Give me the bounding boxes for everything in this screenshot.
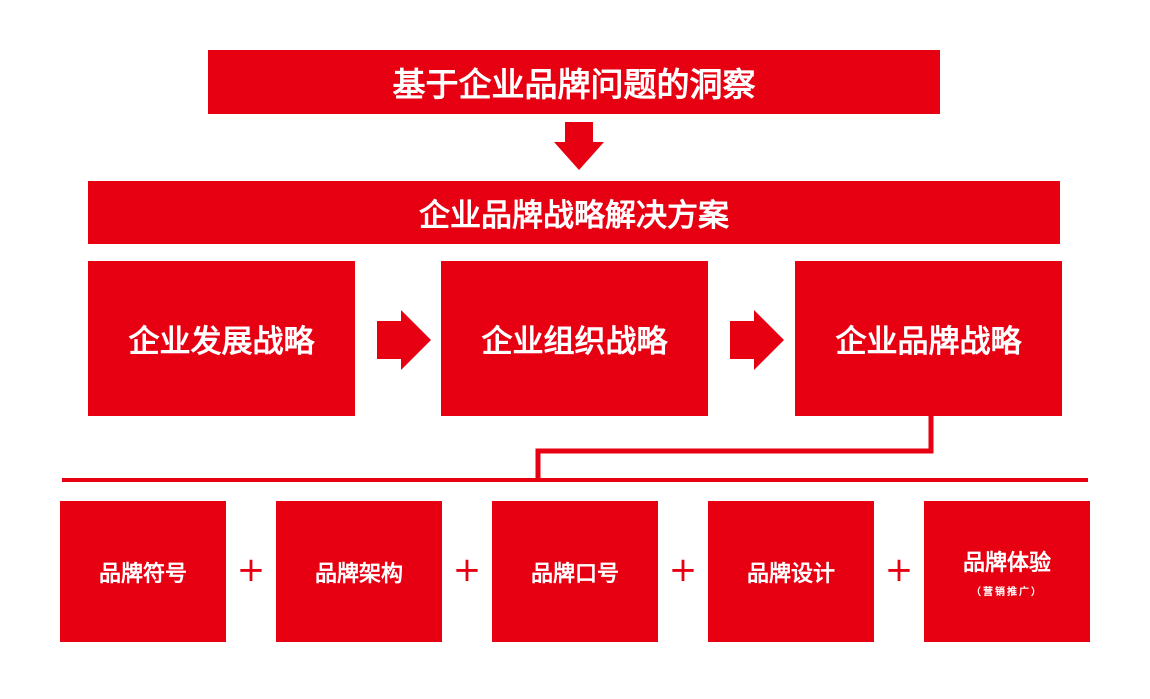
strategy-organization: 企业组织战略	[441, 261, 708, 416]
element-label: 品牌口号	[530, 561, 619, 587]
element-label: 品牌体验	[962, 551, 1051, 576]
element-label: 品牌符号	[98, 561, 187, 587]
right-arrow-icon-1	[377, 310, 431, 370]
element-label: 品牌设计	[746, 561, 835, 587]
element-sublabel: （营销推广）	[971, 587, 1043, 598]
solution-banner: 企业品牌战略解决方案	[88, 181, 1060, 244]
divider-line	[62, 478, 1088, 482]
plus-icon: +	[236, 550, 266, 590]
connector-line	[535, 416, 934, 481]
element-brand-slogan: 品牌口号	[492, 501, 658, 642]
plus-icon: +	[452, 550, 482, 590]
plus-icon: +	[668, 550, 698, 590]
element-brand-architecture: 品牌架构	[276, 501, 442, 642]
insight-banner: 基于企业品牌问题的洞察	[208, 50, 940, 114]
element-brand-design: 品牌设计	[708, 501, 874, 642]
strategy-brand: 企业品牌战略	[795, 261, 1062, 416]
element-brand-symbol: 品牌符号	[60, 501, 226, 642]
element-brand-experience: 品牌体验 （营销推广）	[924, 501, 1090, 642]
plus-icon: +	[884, 550, 914, 590]
strategy-development: 企业发展战略	[88, 261, 355, 416]
down-arrow-icon	[554, 122, 604, 170]
element-label: 品牌架构	[314, 561, 403, 587]
right-arrow-icon-2	[730, 310, 784, 370]
